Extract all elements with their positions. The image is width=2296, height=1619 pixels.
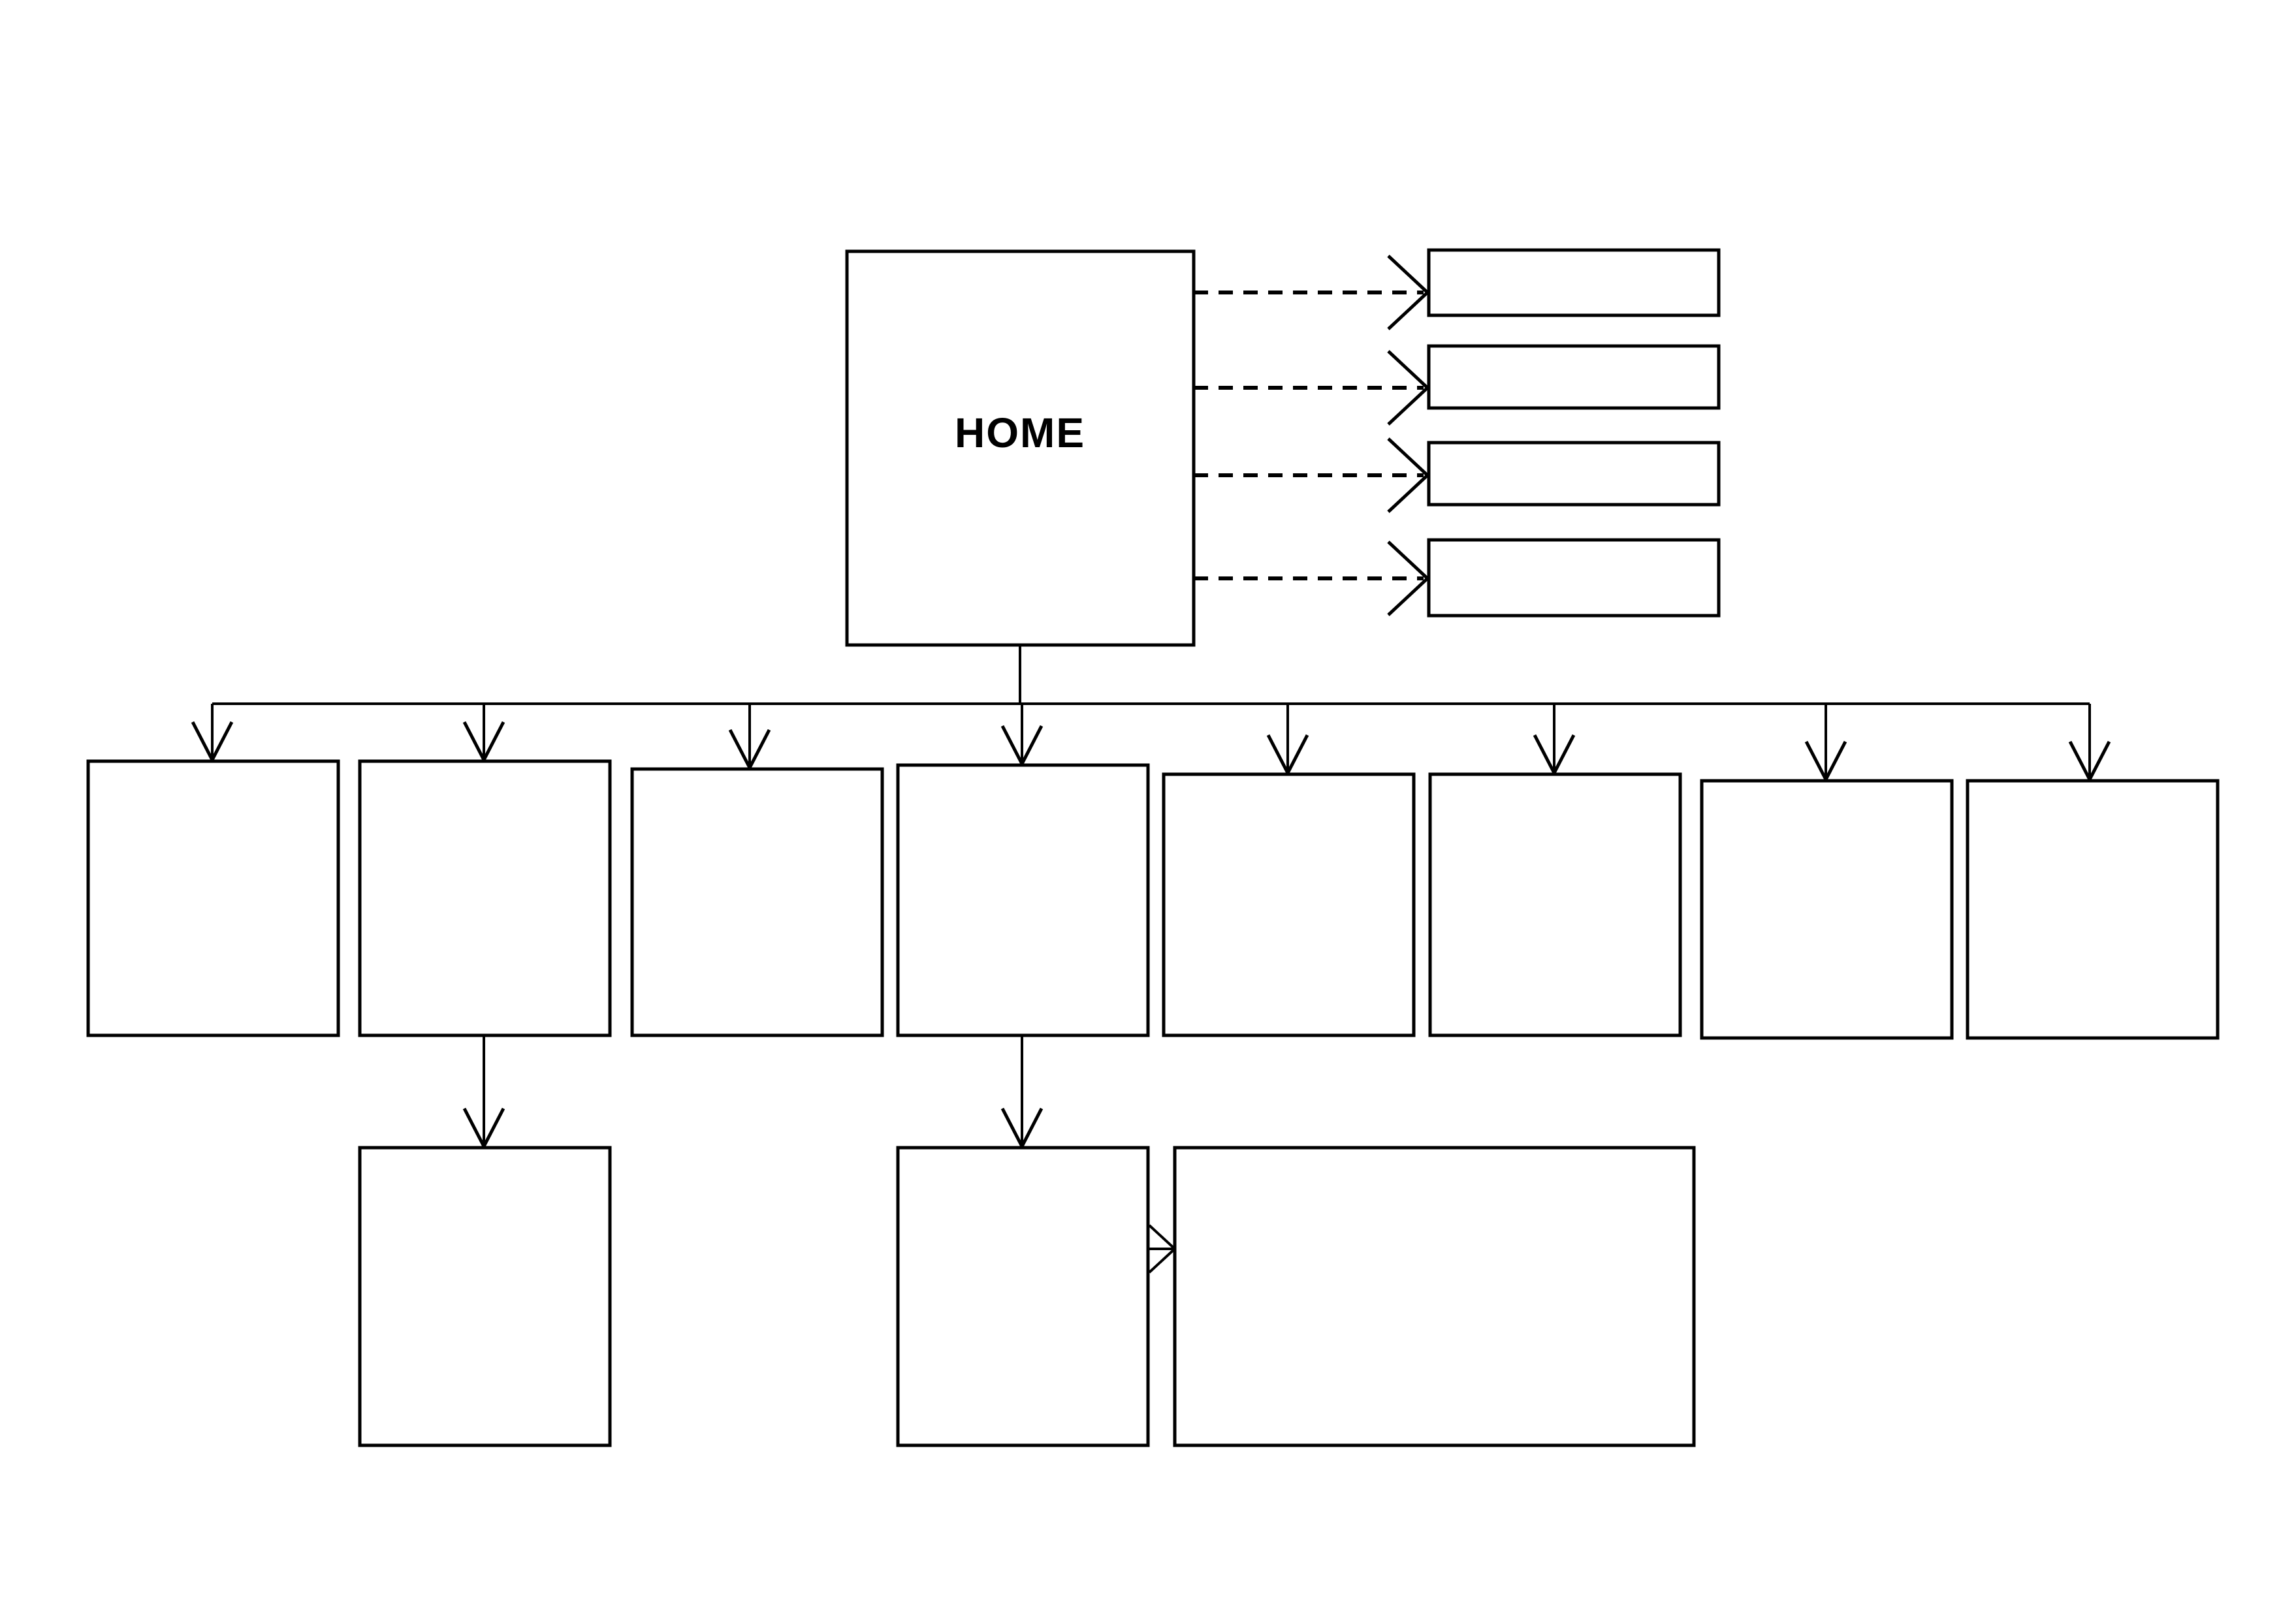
node-side-4-rect[interactable]: [1427, 538, 1721, 618]
side-connector-group-2: [1194, 350, 1430, 426]
side-connector-group-4: [1194, 541, 1430, 616]
l2-drop-3: [728, 704, 771, 772]
node-l2-4-rect[interactable]: [896, 763, 1150, 1037]
node-side-1-rect[interactable]: [1427, 248, 1721, 317]
l2-drop-4: [1000, 704, 1044, 768]
l2-drop-8: [2068, 704, 2111, 783]
node-side-1[interactable]: [1427, 248, 1721, 317]
node-l3-3-rect[interactable]: [1173, 1146, 1696, 1447]
node-l2-5[interactable]: [1162, 772, 1416, 1037]
node-l2-3-rect[interactable]: [630, 767, 884, 1037]
node-l2-7-rect[interactable]: [1700, 779, 1954, 1040]
node-side-2[interactable]: [1427, 344, 1721, 410]
node-l2-8[interactable]: [1966, 779, 2220, 1040]
node-side-3-rect[interactable]: [1427, 441, 1721, 507]
node-l3-1-rect[interactable]: [358, 1146, 612, 1447]
node-l2-2-rect[interactable]: [358, 759, 612, 1037]
l2-drop-1: [191, 704, 234, 764]
l2-drop-2: [462, 704, 505, 764]
node-l2-8-rect[interactable]: [1966, 779, 2220, 1040]
node-l3-1[interactable]: [358, 1146, 612, 1447]
node-l3-3[interactable]: [1173, 1146, 1696, 1447]
side-connector-group-3: [1194, 437, 1430, 513]
l2-drop-6: [1533, 704, 1576, 777]
node-home[interactable]: HOME: [845, 249, 1196, 647]
l2-drop-7: [1804, 704, 1847, 783]
l2-drop-5: [1266, 704, 1309, 777]
node-l2-7[interactable]: [1700, 779, 1954, 1040]
node-l2-6[interactable]: [1428, 772, 1682, 1037]
l3-drop-1: [462, 1035, 505, 1150]
node-home-label: HOME: [955, 409, 1085, 456]
node-l2-2[interactable]: [358, 759, 612, 1037]
node-side-2-rect[interactable]: [1427, 344, 1721, 410]
node-home-rect[interactable]: [845, 249, 1196, 647]
l3-drop-2: [1000, 1035, 1044, 1150]
node-l2-4[interactable]: [896, 763, 1150, 1037]
node-l2-6-rect[interactable]: [1428, 772, 1682, 1037]
node-l2-5-rect[interactable]: [1162, 772, 1416, 1037]
node-l2-1[interactable]: [86, 759, 340, 1037]
side-connector-group-1: [1194, 255, 1430, 330]
node-l3-2-rect[interactable]: [896, 1146, 1150, 1447]
node-l2-3[interactable]: [630, 767, 884, 1037]
lateral-connector: [1148, 1224, 1177, 1274]
node-side-4[interactable]: [1427, 538, 1721, 618]
node-l2-1-rect[interactable]: [86, 759, 340, 1037]
node-l3-2[interactable]: [896, 1146, 1150, 1447]
node-side-3[interactable]: [1427, 441, 1721, 507]
